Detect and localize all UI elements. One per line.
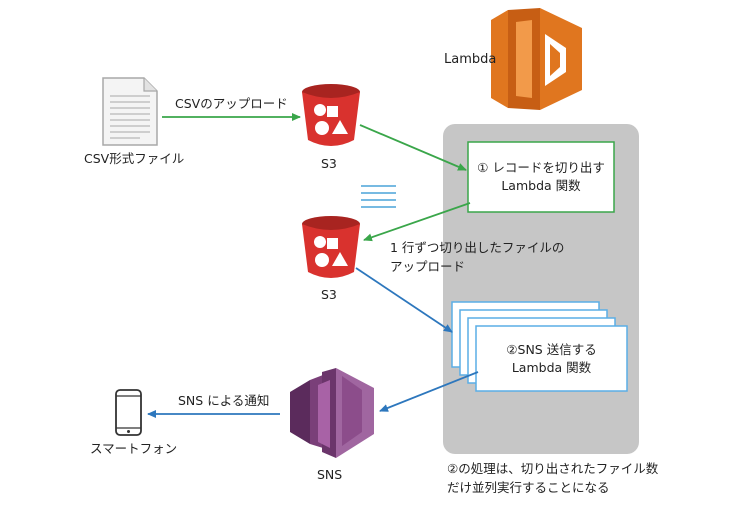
record-split-line1: ① レコードを切り出す: [477, 160, 605, 175]
parallel-note-line1: ②の処理は、切り出されたファイル数: [447, 461, 659, 476]
s3-top-caption: S3: [321, 156, 337, 171]
split-upload-line1: 1 行ずつ切り出したファイルの: [390, 240, 565, 255]
split-upload-label: 1 行ずつ切り出したファイルの アップロード: [390, 238, 564, 276]
sns-lambda-text: ②SNS 送信する Lambda 関数: [478, 341, 625, 377]
csv-file-icon: [102, 77, 158, 146]
sns-lambda-to-sns-arrow: [379, 371, 479, 412]
record-split-lambda-box: [467, 141, 615, 213]
lambda-to-s3-arrow: [363, 202, 471, 242]
sns-icon: [290, 368, 374, 458]
s3-bucket-top-icon: [302, 84, 360, 146]
csv-upload-label: CSVのアップロード: [175, 96, 288, 111]
sns-caption: SNS: [317, 467, 343, 482]
s3-to-lambda-arrow: [359, 124, 467, 171]
s3-bottom-caption: S3: [321, 287, 337, 302]
split-upload-line2: アップロード: [390, 259, 466, 274]
lambda-label: Lambda: [444, 52, 497, 67]
csv-file-caption: CSV形式ファイル: [84, 151, 185, 166]
record-split-line2: Lambda 関数: [501, 178, 581, 193]
smartphone-icon: [115, 389, 142, 436]
lambda-icon: [491, 8, 582, 110]
sns-lambda-line2: Lambda 関数: [511, 360, 592, 375]
smartphone-caption: スマートフォン: [90, 441, 178, 456]
split-files-icon: [361, 185, 396, 208]
parallel-note: ②の処理は、切り出されたファイル数 だけ並列実行することになる: [447, 459, 658, 497]
parallel-note-line2: だけ並列実行することになる: [447, 480, 610, 495]
s3-bucket-bottom-icon: [302, 216, 360, 278]
sns-notify-label: SNS による通知: [178, 393, 270, 408]
s3-to-sns-lambda-arrow: [355, 267, 453, 333]
sns-lambda-stack: [451, 301, 628, 392]
record-split-lambda-text: ① レコードを切り出す Lambda 関数: [470, 159, 612, 195]
sns-lambda-line1: ②SNS 送信する: [506, 342, 597, 357]
